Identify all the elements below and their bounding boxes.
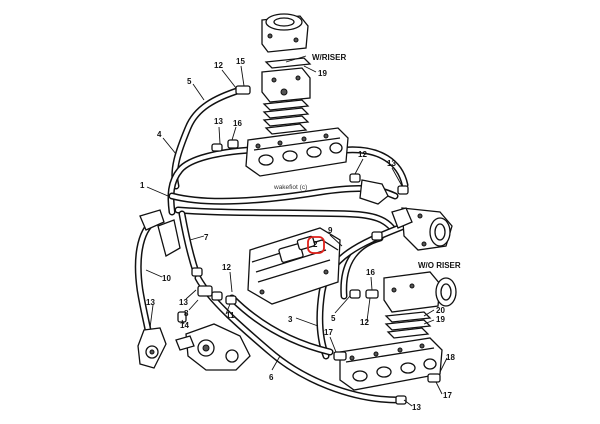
- callout-10: 10: [162, 274, 171, 283]
- callout-19-top: 19: [318, 69, 327, 78]
- caption-without-riser: W/O RISER: [418, 261, 461, 270]
- callout-12-middle: 12: [222, 263, 231, 272]
- hose-10: [134, 216, 159, 334]
- callout-17: 17: [443, 391, 452, 400]
- callout-14: 14: [180, 321, 189, 330]
- riser-assembly-lower: [383, 271, 457, 339]
- circulation-pump-left: [137, 209, 181, 369]
- callout-19-lower: 19: [436, 315, 445, 324]
- callout-labels: 19 5 12 15 13 16 4 12 13 1 9 7 2 12 10 1…: [140, 57, 455, 412]
- exhaust-manifold-top: [245, 127, 349, 177]
- riser-assembly-top: [261, 13, 312, 135]
- watermark: wakefiot (c): [273, 184, 307, 191]
- callout-18: 18: [446, 353, 455, 362]
- callout-15-upper: 15: [236, 57, 245, 66]
- hose-11: [228, 294, 334, 356]
- callout-5-lower: 5: [331, 314, 336, 323]
- fittings-lower-right: [333, 231, 441, 405]
- hose-middle-crossing: [174, 206, 396, 232]
- callout-11: 11: [226, 311, 235, 320]
- callout-6: 6: [269, 373, 274, 382]
- callout-13-middle-left: 13: [179, 298, 188, 307]
- water-pump-lower-left: [175, 323, 251, 371]
- callout-16-lower: 17: [324, 328, 333, 337]
- callout-15-lower: 16: [366, 268, 375, 277]
- callout-2: 2: [313, 240, 318, 249]
- callout-20: 20: [436, 306, 445, 315]
- fittings-top-left: [211, 85, 409, 195]
- callout-12-upper-left: 12: [214, 61, 223, 70]
- callout-13-upper-left: 13: [214, 117, 223, 126]
- callout-1: 1: [140, 181, 145, 190]
- callout-16-upper: 16: [233, 119, 242, 128]
- callout-13-bottom: 13: [412, 403, 421, 412]
- exhaust-manifold-lower: [339, 337, 443, 391]
- raw-water-pump-assembly: [247, 227, 341, 305]
- callout-4: 4: [157, 130, 162, 139]
- callout-12-lower: 12: [360, 318, 369, 327]
- fittings-lower-left: [177, 267, 237, 323]
- callout-13-lower-left: 13: [146, 298, 155, 307]
- callout-3: 3: [288, 315, 293, 324]
- callout-8: 8: [184, 309, 189, 318]
- hose-7: [178, 210, 200, 276]
- hose-5-upper: [171, 86, 244, 190]
- hose-top-crossing: [342, 146, 409, 189]
- highlight-ring-item-2: [307, 236, 325, 254]
- callout-13-upper-right: 13: [387, 159, 396, 168]
- callout-9: 9: [328, 226, 333, 235]
- leader-lines: [145, 55, 448, 407]
- callout-5-upper: 5: [187, 77, 192, 86]
- callout-7: 7: [204, 233, 209, 242]
- hose-6: [194, 274, 402, 404]
- caption-with-riser: W/RISER: [312, 53, 346, 62]
- callout-12-upper-right: 12: [358, 150, 367, 159]
- thermostat-housing: [359, 179, 453, 251]
